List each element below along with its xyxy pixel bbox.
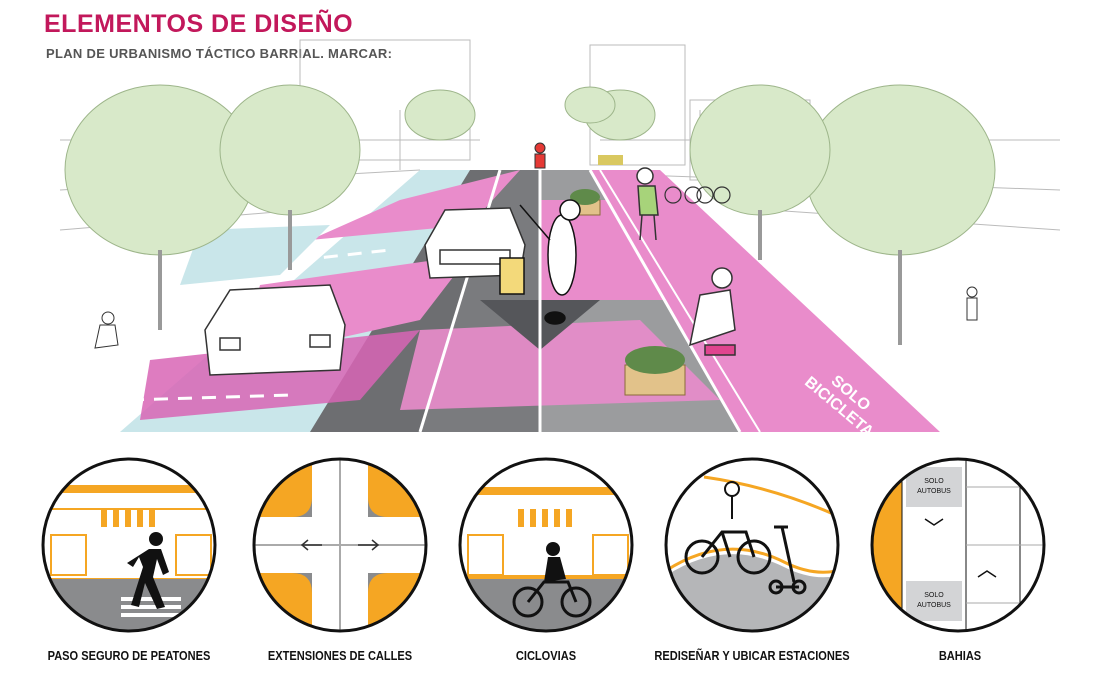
tree-left-3: [404, 89, 476, 141]
caption-street-extensions: EXTENSIONES DE CALLES: [267, 648, 413, 663]
car-front: [204, 284, 346, 376]
street-illustration: SOLO BICICLETA: [59, 39, 1061, 432]
bus-sign-top-line1: SOLO: [924, 478, 944, 485]
crosswalk-sign: [598, 155, 623, 165]
person-sitting: [94, 311, 119, 349]
bike-lane-icon: [458, 457, 634, 633]
page-title: ELEMENTOS DE DISEÑO: [44, 10, 354, 38]
person-crouching: [689, 267, 736, 356]
tree-right-2: [689, 84, 831, 216]
tree-right-4: [564, 86, 616, 124]
zebra-figure: [499, 199, 581, 325]
caption-pedestrian-crossing: PASO SEGURO DE PEATONES: [47, 648, 211, 663]
bike-station-icon: [664, 457, 840, 633]
bike-lane-pink: [590, 170, 940, 432]
person-standing: [636, 167, 659, 241]
pedestrian-crossing-icon: [41, 457, 217, 633]
bus-sign-bottom-line1: SOLO: [924, 592, 944, 599]
bus-sign-bottom-line2: AUTOBUS: [917, 602, 951, 609]
person-walking-right: [966, 286, 978, 321]
runner: [534, 142, 546, 169]
pink-zone-center: [540, 200, 700, 300]
parked-bicycles: [664, 186, 731, 204]
bus-sign-top-line2: AUTOBUS: [917, 488, 951, 495]
tree-right-1: [804, 84, 996, 256]
trees: [64, 84, 996, 256]
tree-trunks: [158, 210, 902, 345]
caption-bus-bays: BAHIAS: [938, 648, 982, 663]
bus-bay-icon: SOLO AUTOBUS SOLO AUTOBUS: [870, 457, 1046, 633]
light-blue-left: [180, 225, 330, 285]
tree-left-2: [219, 84, 361, 216]
page-subtitle: PLAN DE URBANISMO TÁCTICO BARRIAL. MARCA…: [46, 46, 393, 61]
caption-bike-lanes: CICLOVIAS: [515, 648, 577, 663]
street-extension-icon: [252, 457, 428, 633]
planter-front: [624, 346, 686, 396]
caption-stations: REDISEÑAR Y UBICAR ESTACIONES: [654, 648, 850, 663]
